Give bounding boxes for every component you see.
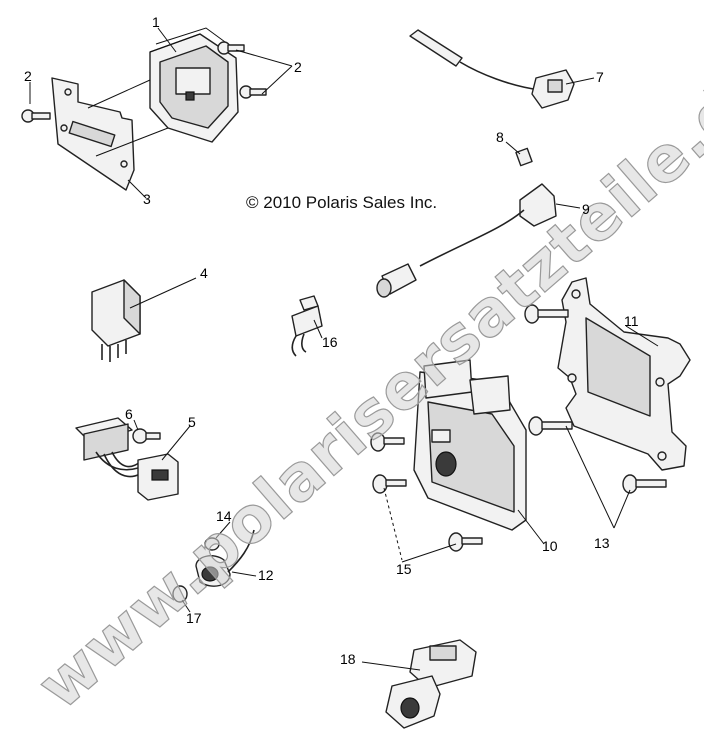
callout-5: 5 <box>188 414 196 430</box>
callout-12: 12 <box>258 567 274 583</box>
callout-labels: 1 2 2 3 4 5 6 7 8 9 10 11 12 13 14 15 16… <box>24 14 639 667</box>
part-7-sensor <box>409 29 575 109</box>
copyright-notice: © 2010 Polaris Sales Inc. <box>246 193 437 212</box>
part-10-ecu <box>413 359 527 531</box>
callout-9: 9 <box>582 201 590 217</box>
callout-16: 16 <box>322 334 338 350</box>
part-2-screws <box>21 41 267 123</box>
callout-6: 6 <box>125 406 133 422</box>
part-11-ecu-bracket <box>557 277 691 471</box>
part-8-fastener <box>515 147 533 167</box>
part-12-sensor <box>195 529 255 587</box>
callout-8: 8 <box>496 129 504 145</box>
callout-17: 17 <box>186 610 202 626</box>
callout-7: 7 <box>596 69 604 85</box>
part-1-module <box>87 27 239 157</box>
callout-2: 2 <box>294 59 302 75</box>
callout-10: 10 <box>542 538 558 554</box>
part-5-connector <box>75 417 179 501</box>
part-18-sensor <box>385 639 477 729</box>
part-16-connector <box>291 295 323 357</box>
callout-11: 11 <box>624 313 639 329</box>
callout-18: 18 <box>340 651 356 667</box>
callout-13: 13 <box>594 535 610 551</box>
part-9-sensor-pigtail <box>376 183 557 298</box>
part-4-relay <box>91 279 141 362</box>
callout-1: 1 <box>152 14 160 30</box>
callout-15: 15 <box>396 561 412 577</box>
callout-3: 3 <box>143 191 151 207</box>
callout-4: 4 <box>200 265 208 281</box>
callout-2: 2 <box>24 68 32 84</box>
part-14-o-ring <box>204 537 220 551</box>
leader-lines <box>29 27 659 671</box>
part-15-bolts <box>370 432 483 552</box>
part-17-washer <box>172 585 188 603</box>
part-6-push-pin <box>132 428 161 444</box>
callout-14: 14 <box>216 508 232 524</box>
part-3-bracket <box>51 77 135 191</box>
part-13-bolts <box>524 304 667 494</box>
